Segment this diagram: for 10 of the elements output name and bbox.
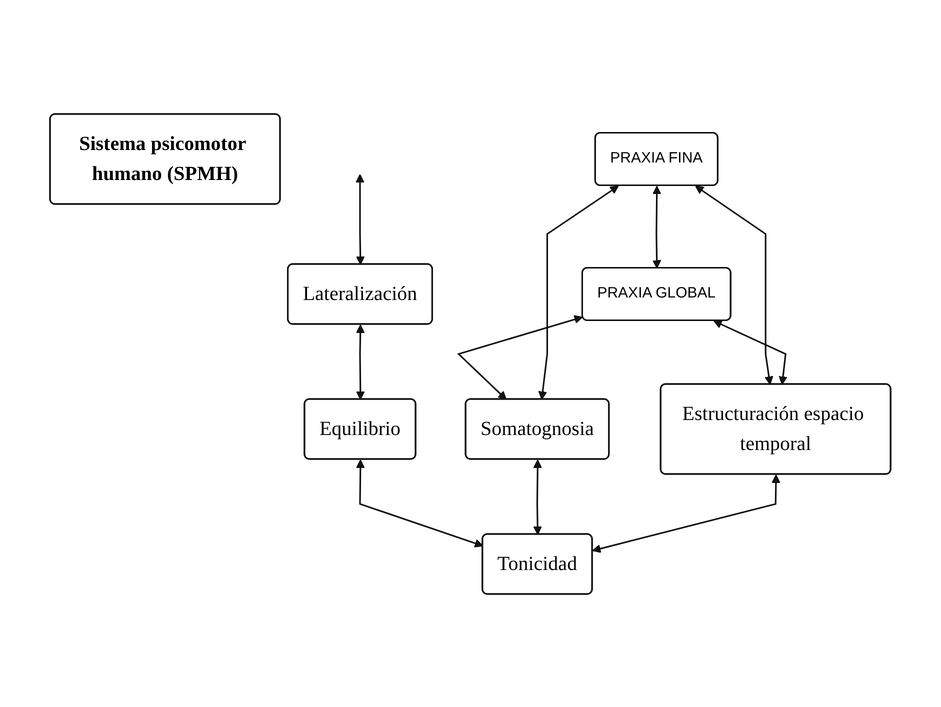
arrow (652, 185, 662, 268)
arrow (356, 174, 365, 264)
arrow (538, 185, 619, 400)
arrow (695, 185, 774, 384)
arrow (356, 324, 365, 400)
arrow (457, 314, 584, 400)
arrow (714, 320, 788, 384)
arrow (356, 459, 484, 548)
arrow (533, 459, 542, 534)
arrow (592, 474, 781, 552)
